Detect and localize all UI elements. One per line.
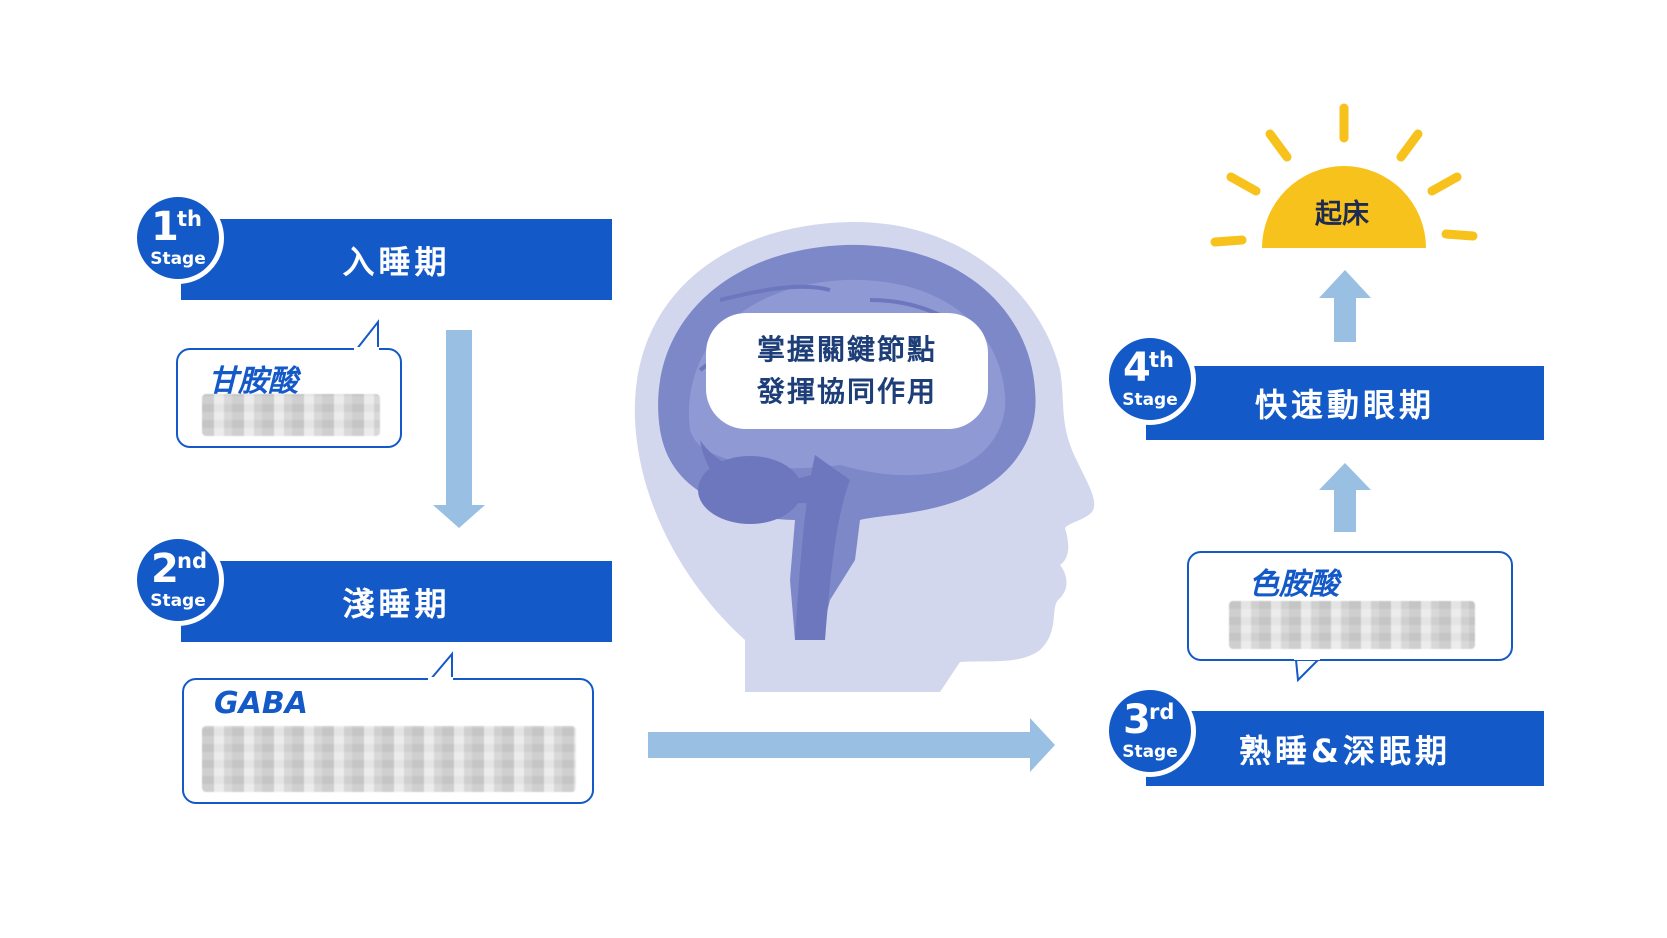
stage-name-2: 淺睡期 [342, 584, 451, 623]
bubble-gaba-title: GABA [214, 686, 308, 721]
stage-name-4: 快速動眼期 [1254, 386, 1435, 424]
bubble-tail [353, 319, 379, 353]
arrow-up-icon [1319, 270, 1371, 342]
stage-label-1: Stage [150, 249, 206, 269]
stage-number-4: 4 [1123, 345, 1151, 391]
stage-number-2: 2 [151, 546, 179, 592]
stage-bar-3: 熟睡&深眠期 [1146, 711, 1544, 786]
arrow-up-icon [1319, 463, 1371, 532]
blurred-text [202, 394, 380, 436]
center-label: 掌握關鍵節點 發揮協同作用 [706, 313, 988, 429]
blurred-text [1229, 601, 1475, 649]
bubble-tryptophan: 色胺酸 [1187, 551, 1513, 661]
center-label-line1: 掌握關鍵節點 [756, 333, 937, 366]
wake-label: 起床 [1315, 199, 1369, 230]
arrow-right-icon [648, 718, 1055, 772]
stage-bar-1: 入睡期 [181, 219, 612, 300]
stage-badge-3: 3 rd Stage [1104, 685, 1196, 777]
stage-suffix-4: th [1149, 348, 1174, 372]
arrow-down-icon [433, 330, 485, 528]
bubble-glycine-title: 甘胺酸 [208, 364, 298, 399]
stage-badge-2: 2 nd Stage [132, 534, 224, 626]
blurred-text [202, 726, 576, 792]
stage-badge-4: 4 th Stage [1104, 333, 1196, 425]
stage-suffix-1: th [177, 207, 202, 231]
bubble-tail [427, 651, 453, 683]
stage-name-1: 入睡期 [342, 242, 451, 281]
stage-label-3: Stage [1122, 742, 1178, 762]
stage-bar-2: 淺睡期 [181, 561, 612, 642]
bubble-gaba: GABA [182, 678, 594, 804]
bubble-tryptophan-title: 色胺酸 [1249, 567, 1339, 602]
stage-bar-4: 快速動眼期 [1146, 366, 1544, 440]
stage-badge-1: 1 th Stage [132, 192, 224, 284]
stage-label-4: Stage [1122, 390, 1178, 410]
center-label-line2: 發揮協同作用 [756, 375, 937, 408]
stage-name-3: 熟睡&深眠期 [1239, 731, 1451, 770]
bubble-tail [1294, 655, 1321, 683]
stage-suffix-2: nd [177, 549, 207, 573]
stage-number-3: 3 [1123, 697, 1151, 743]
stage-label-2: Stage [150, 591, 206, 611]
stage-suffix-3: rd [1149, 700, 1175, 724]
bubble-glycine: 甘胺酸 [176, 348, 402, 448]
stage-number-1: 1 [151, 204, 179, 250]
